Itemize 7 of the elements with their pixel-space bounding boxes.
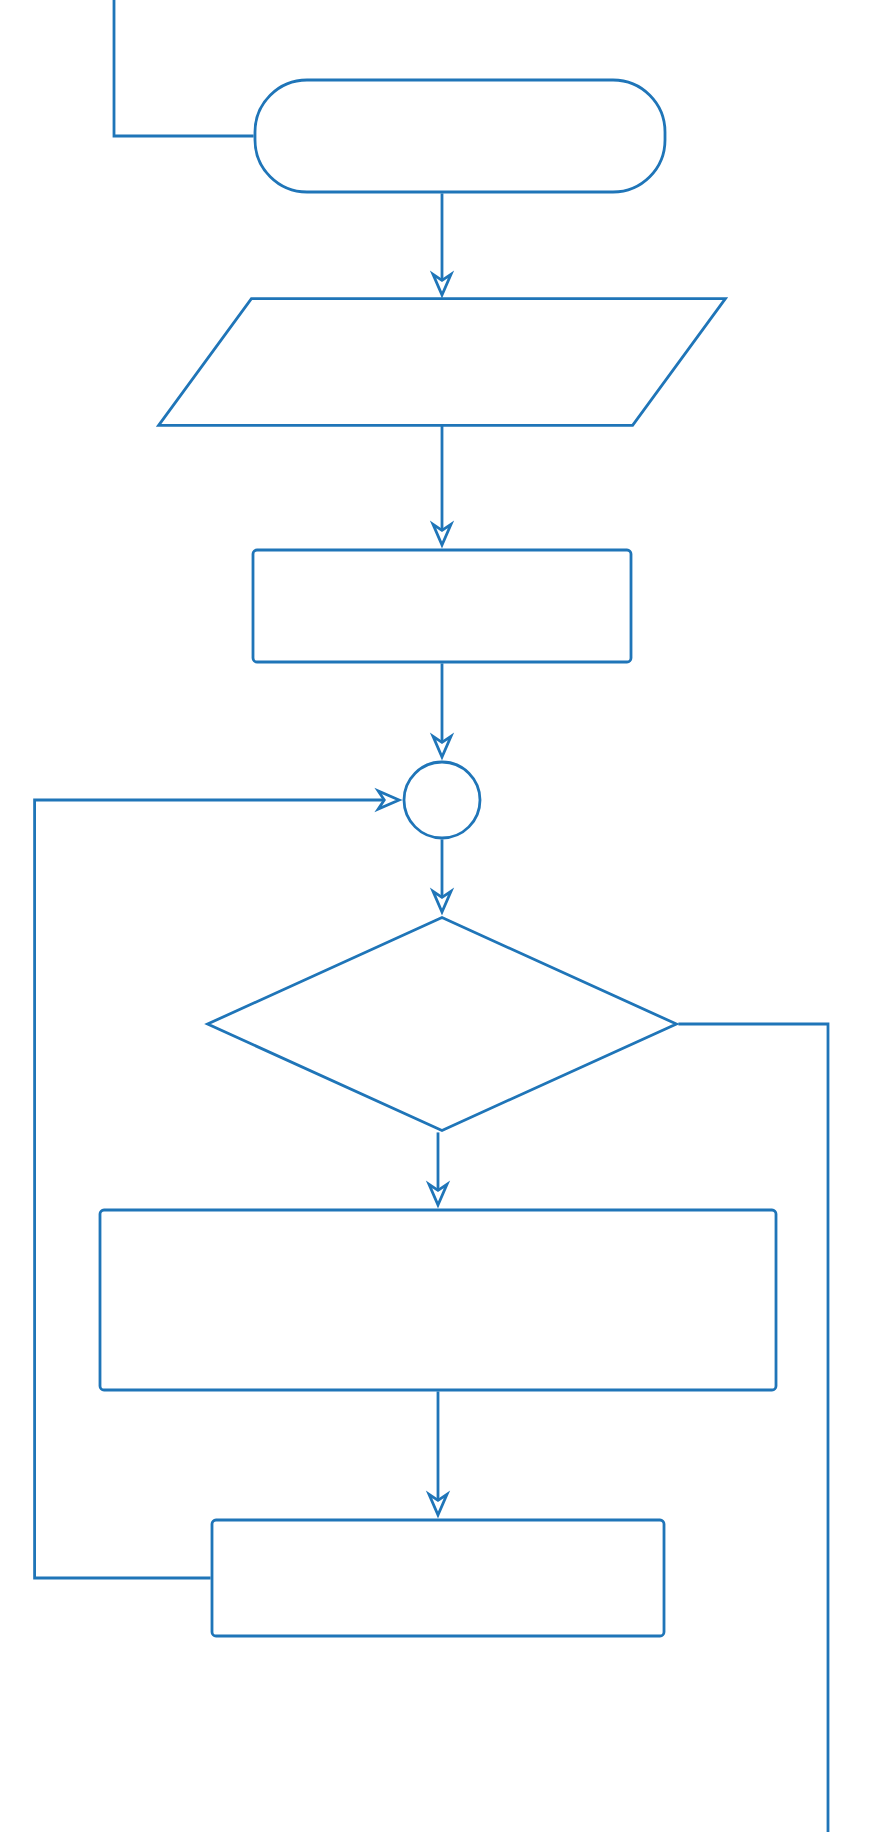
- connector-circle: [402, 760, 482, 840]
- rounded-box: [253, 78, 667, 194]
- process-box: [210, 1518, 666, 1638]
- connector-line: [678, 1022, 830, 1832]
- process-box: [98, 1208, 778, 1392]
- process-box: [251, 548, 633, 664]
- connector-line: [112, 0, 254, 138]
